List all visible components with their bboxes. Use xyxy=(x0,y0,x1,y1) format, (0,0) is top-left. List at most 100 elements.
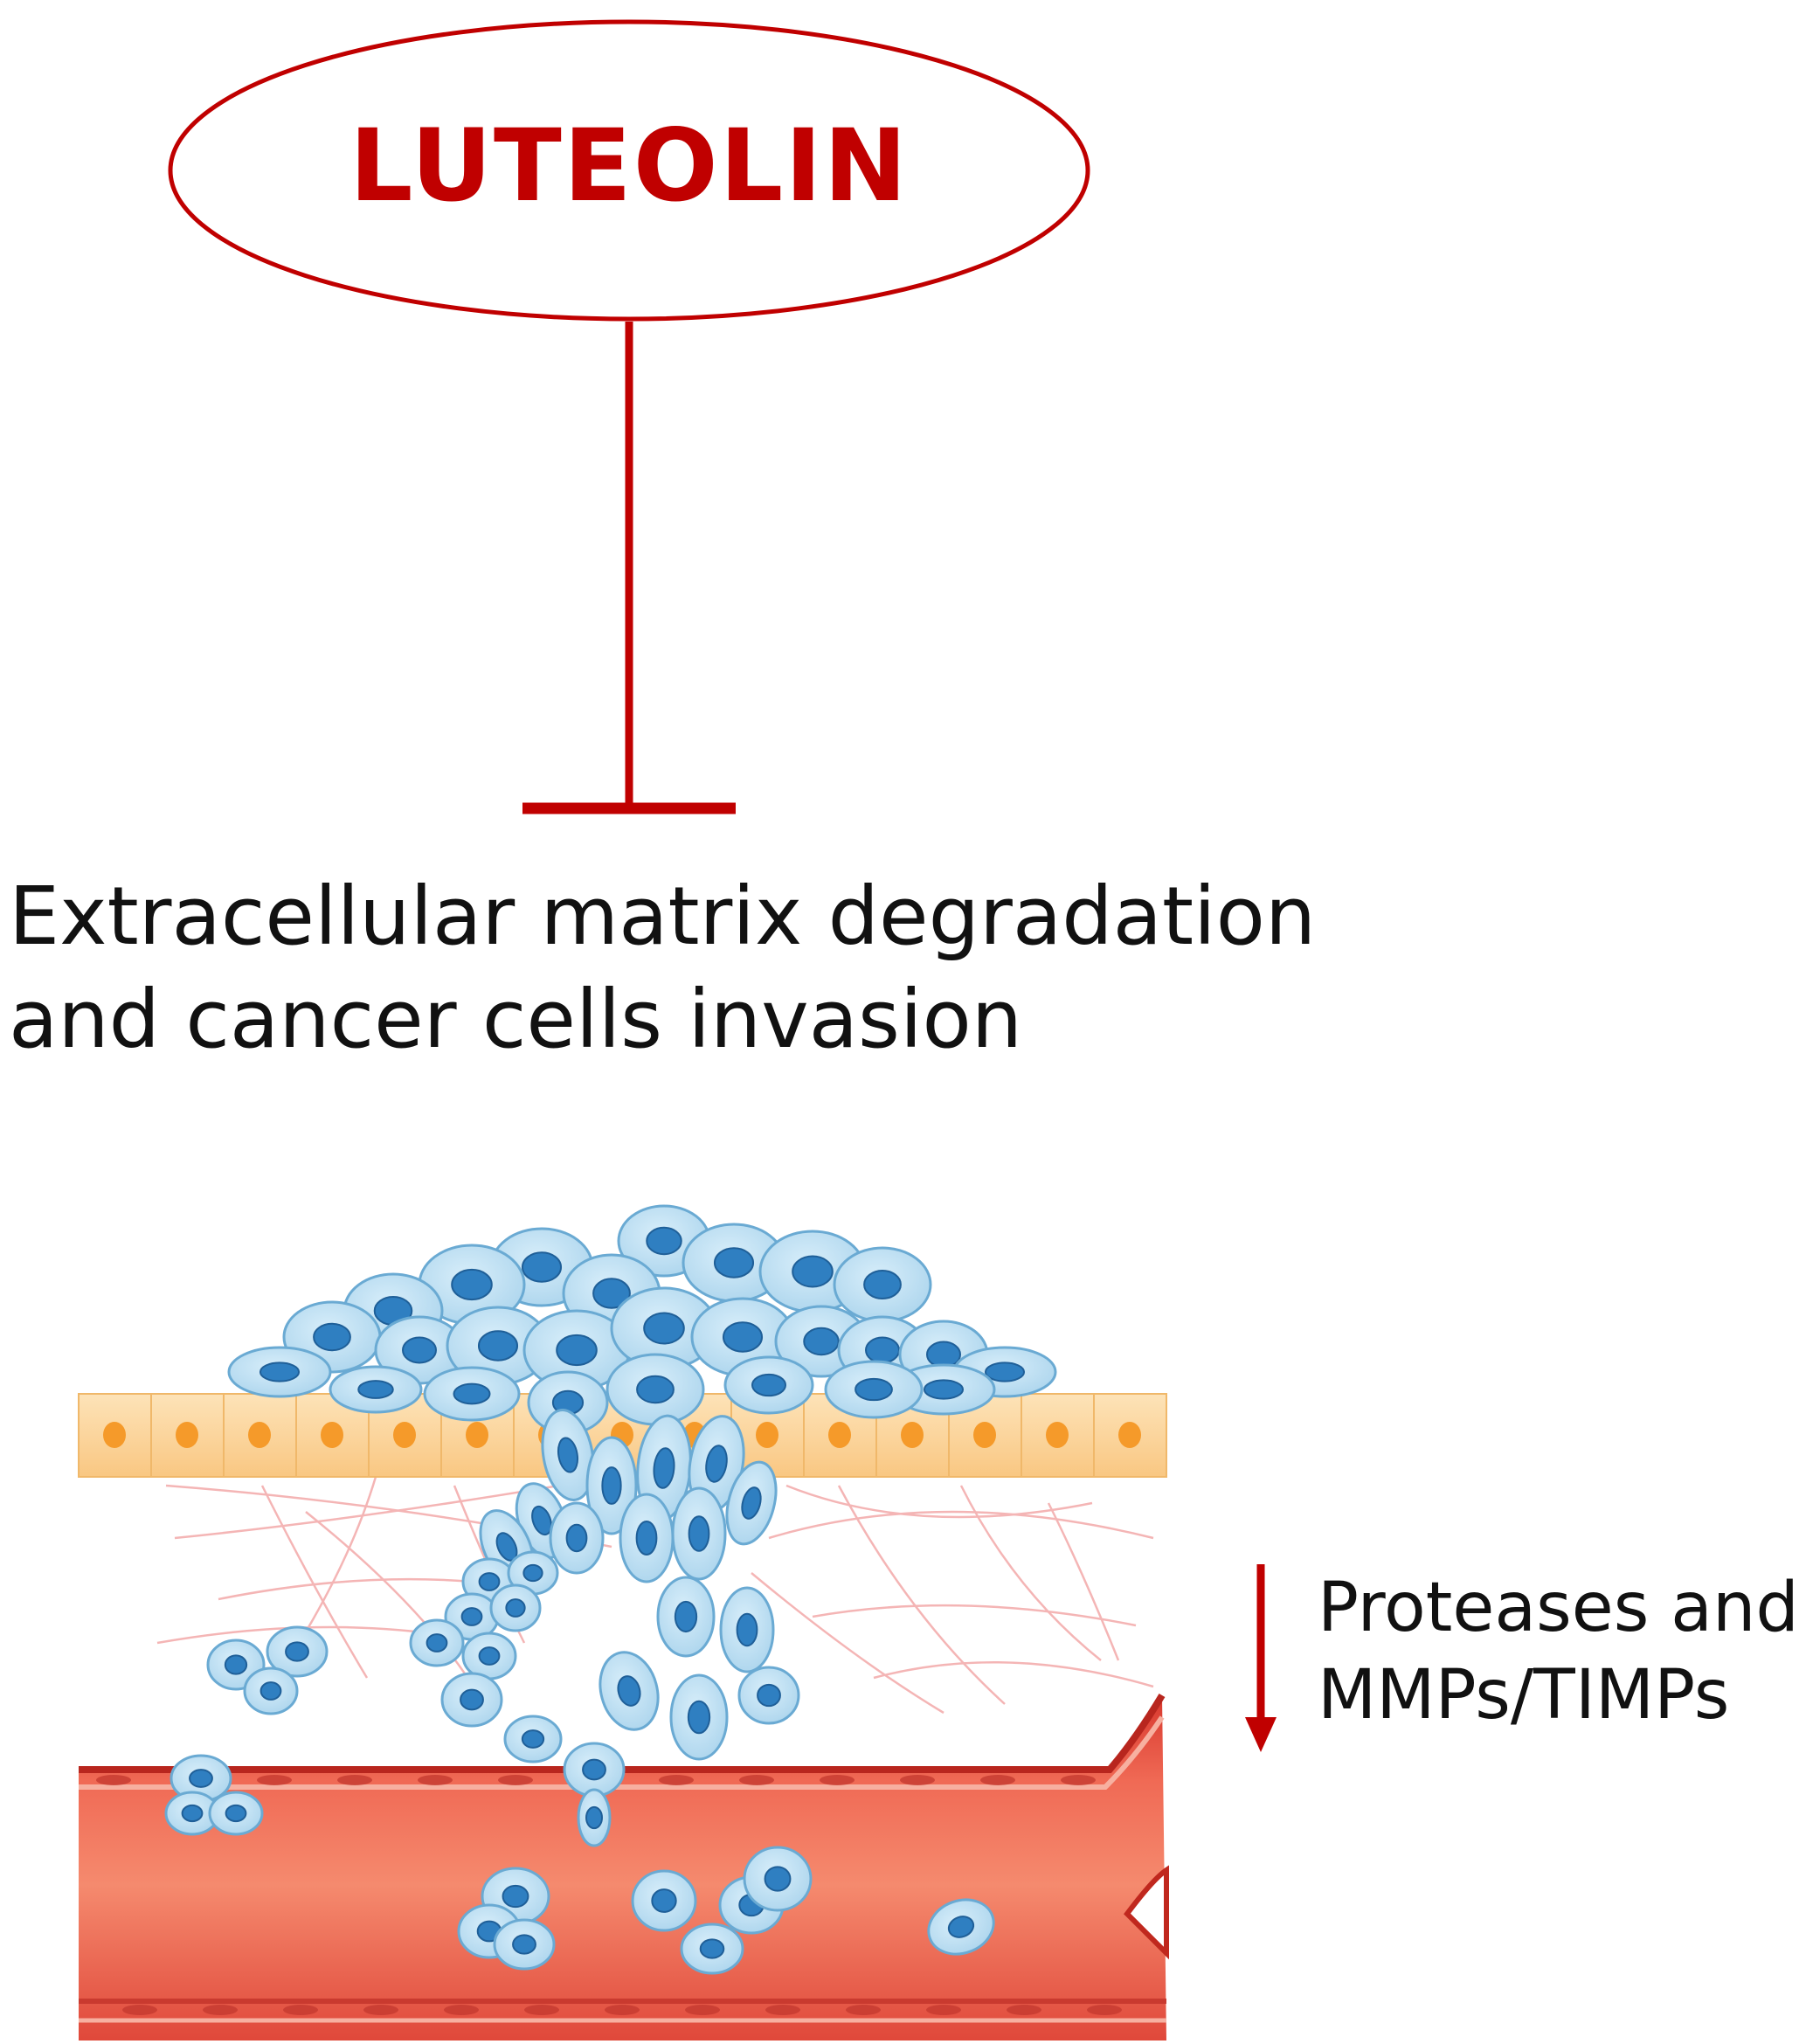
cancer-cell-nucleus xyxy=(792,1255,834,1288)
endothelial-cell xyxy=(498,1775,533,1785)
cancer-cell-nucleus xyxy=(402,1336,437,1364)
luteolin-ellipse xyxy=(168,19,1090,322)
cancer-cell-nucleus xyxy=(460,1688,484,1711)
endothelial-cell xyxy=(765,2005,800,2015)
endothelial-cell xyxy=(1007,2005,1041,2015)
endothelial-cell xyxy=(1061,1775,1096,1785)
cancer-cell-nucleus xyxy=(478,1646,501,1666)
cancer-cell-nucleus xyxy=(923,1379,965,1400)
blood-vessel xyxy=(79,1693,1169,2041)
cancer-cell-nucleus xyxy=(585,1805,603,1830)
endothelial-cell xyxy=(363,2005,398,2015)
epithelial-nucleus xyxy=(756,1422,778,1448)
cancer-cell-nucleus xyxy=(453,1382,491,1405)
epithelial-cell xyxy=(1093,1393,1167,1478)
cancer-cell-nucleus xyxy=(643,1312,685,1345)
cancer-cell-nucleus xyxy=(531,1505,552,1536)
cancer-cell-nucleus xyxy=(225,1804,247,1823)
cancer-cell-nucleus xyxy=(313,1322,351,1352)
cancer-cell-nucleus xyxy=(521,1729,545,1749)
endothelial-cell xyxy=(337,1775,372,1785)
cancer-cell-nucleus xyxy=(736,1612,758,1647)
cancer-cell-nucleus xyxy=(646,1226,682,1256)
cancer-cell-nucleus xyxy=(865,1336,900,1364)
cancer-cell-nucleus xyxy=(512,1934,536,1955)
cancer-cell-nucleus xyxy=(653,1447,675,1489)
cancer-cell-nucleus xyxy=(478,1572,501,1591)
cancer-cell-nucleus xyxy=(984,1362,1026,1382)
cancer-cell-nucleus xyxy=(189,1769,213,1788)
endothelial-cell xyxy=(685,2005,720,2015)
epithelial-nucleus xyxy=(103,1422,126,1448)
epithelial-nucleus xyxy=(973,1422,996,1448)
cancer-cell-nucleus xyxy=(601,1466,622,1505)
cancer-cell-nucleus xyxy=(855,1377,893,1402)
cancer-cell-nucleus xyxy=(699,1938,725,1959)
epithelial-nucleus xyxy=(393,1422,416,1448)
endothelial-cell xyxy=(203,2005,238,2015)
cancer-cell-nucleus xyxy=(636,1375,675,1404)
epithelial-nucleus xyxy=(901,1422,924,1448)
cancer-cells xyxy=(164,1204,1057,1975)
cancer-cell-nucleus xyxy=(181,1804,204,1823)
endothelial-cell xyxy=(820,1775,855,1785)
cancer-cell-nucleus xyxy=(357,1380,394,1399)
cancer-cell-nucleus xyxy=(947,1916,975,1938)
endothelial-cell xyxy=(1087,2005,1122,2015)
endothelial-cell xyxy=(605,2005,640,2015)
cancer-cell-nucleus xyxy=(863,1270,902,1299)
cancer-cell-nucleus xyxy=(556,1334,598,1367)
endothelial-cell xyxy=(980,1775,1015,1785)
cancer-cell-nucleus xyxy=(757,1683,781,1708)
cancer-cell-nucleus xyxy=(426,1633,448,1653)
cancer-cell-nucleus xyxy=(713,1247,755,1278)
cancer-cell-nucleus xyxy=(451,1268,493,1301)
epithelial-nucleus xyxy=(828,1422,851,1448)
cancer-cell-nucleus xyxy=(705,1445,728,1483)
cancer-cell-nucleus xyxy=(635,1521,658,1556)
cancer-cell-nucleus xyxy=(592,1278,631,1309)
cancer-cell-nucleus xyxy=(582,1758,606,1781)
cancer-cell-nucleus xyxy=(688,1515,710,1552)
endothelial-cell xyxy=(283,2005,318,2015)
cancer-cell-nucleus xyxy=(460,1607,483,1626)
epithelial-nucleus xyxy=(248,1422,271,1448)
endothelial-cell xyxy=(122,2005,157,2015)
endothelial-cell xyxy=(96,1775,131,1785)
endothelial-cell xyxy=(444,2005,479,2015)
epithelial-nucleus xyxy=(321,1422,343,1448)
cancer-cell-nucleus xyxy=(224,1654,248,1675)
cancer-cell-nucleus xyxy=(741,1486,762,1520)
epithelial-nucleus xyxy=(1046,1422,1069,1448)
cancer-cell-nucleus xyxy=(764,1866,792,1892)
target-caption: Extracellular matrix degradation and can… xyxy=(9,865,1316,1071)
cancer-cell-nucleus xyxy=(751,1373,786,1397)
effect-caption-line2: MMPs/TIMPs xyxy=(1318,1656,1730,1735)
endothelial-cell xyxy=(739,1775,774,1785)
target-caption-line2: and cancer cells invasion xyxy=(9,973,1023,1066)
down-arrow-icon xyxy=(1245,1564,1277,1752)
cancer-cell-nucleus xyxy=(502,1884,529,1909)
cancer-cell-nucleus xyxy=(285,1641,309,1662)
endothelial-cell xyxy=(926,2005,961,2015)
cancer-cell-nucleus xyxy=(617,1675,641,1707)
endothelial-cell xyxy=(659,1775,694,1785)
cancer-cell-nucleus xyxy=(565,1523,588,1553)
endothelial-cell xyxy=(418,1775,453,1785)
cancer-cell-nucleus xyxy=(477,1330,519,1362)
endothelial-cell xyxy=(524,2005,559,2015)
endothelial-cell xyxy=(846,2005,881,2015)
cancer-cell-nucleus xyxy=(259,1681,282,1701)
cancer-cell-nucleus xyxy=(259,1362,301,1382)
cancer-cell-nucleus xyxy=(521,1251,563,1283)
target-caption-line1: Extracellular matrix degradation xyxy=(9,870,1317,963)
luteolin-label: LUTEOLIN xyxy=(349,107,910,224)
cancer-cell-nucleus xyxy=(687,1700,711,1735)
endothelial-cell xyxy=(257,1775,292,1785)
epithelial-nucleus xyxy=(1118,1422,1141,1448)
cancer-cell-nucleus xyxy=(651,1888,677,1913)
cancer-cell-nucleus xyxy=(557,1437,579,1473)
epithelial-nucleus xyxy=(466,1422,488,1448)
